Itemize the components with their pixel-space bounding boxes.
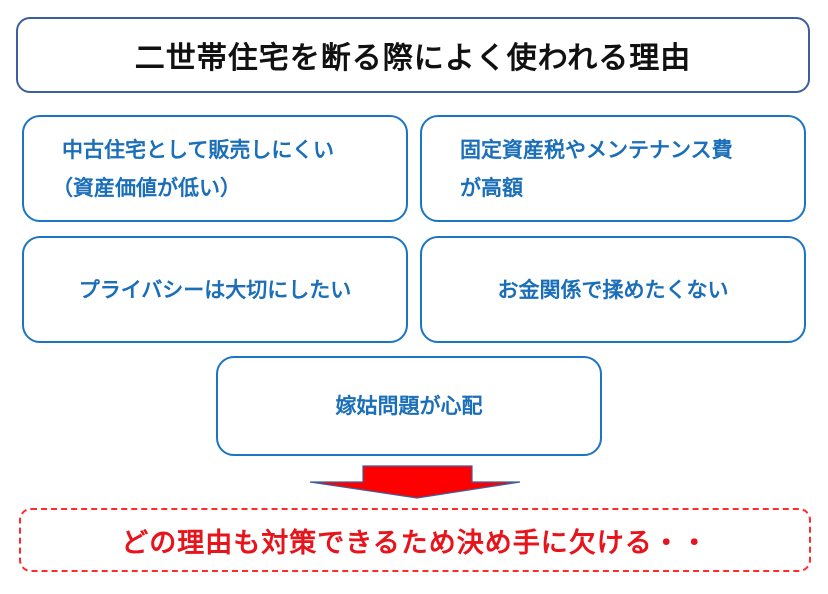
- reason-text-line: お金関係で揉めたくない: [497, 277, 729, 302]
- reason-box-money-disputes: お金関係で揉めたくない: [420, 236, 806, 343]
- reason-text-line: 嫁姑問題が心配: [335, 394, 483, 418]
- reason-text-line: 固定資産税やメンテナンス費: [460, 137, 733, 162]
- reason-box-privacy: プライバシーは大切にしたい: [22, 236, 408, 343]
- reason-box-tax-maintenance: 固定資産税やメンテナンス費 が高額: [420, 115, 806, 222]
- conclusion-box: どの理由も対策できるため決め手に欠ける・・: [19, 508, 811, 572]
- down-arrow-icon: [309, 465, 521, 499]
- reason-text-line: （資産価値が低い）: [52, 175, 241, 200]
- reason-text-line: が高額: [460, 175, 523, 200]
- reason-box-in-law-issues: 嫁姑問題が心配: [216, 356, 602, 456]
- conclusion-text: どの理由も対策できるため決め手に欠ける・・: [121, 527, 709, 559]
- reason-box-resale: 中古住宅として販売しにくい （資産価値が低い）: [22, 115, 408, 222]
- reason-text-line: プライバシーは大切にしたい: [78, 277, 352, 302]
- diagram-title: 二世帯住宅を断る際によく使われる理由: [134, 41, 692, 76]
- reason-text-line: 中古住宅として販売しにくい: [62, 137, 334, 162]
- title-box: 二世帯住宅を断る際によく使われる理由: [16, 17, 810, 93]
